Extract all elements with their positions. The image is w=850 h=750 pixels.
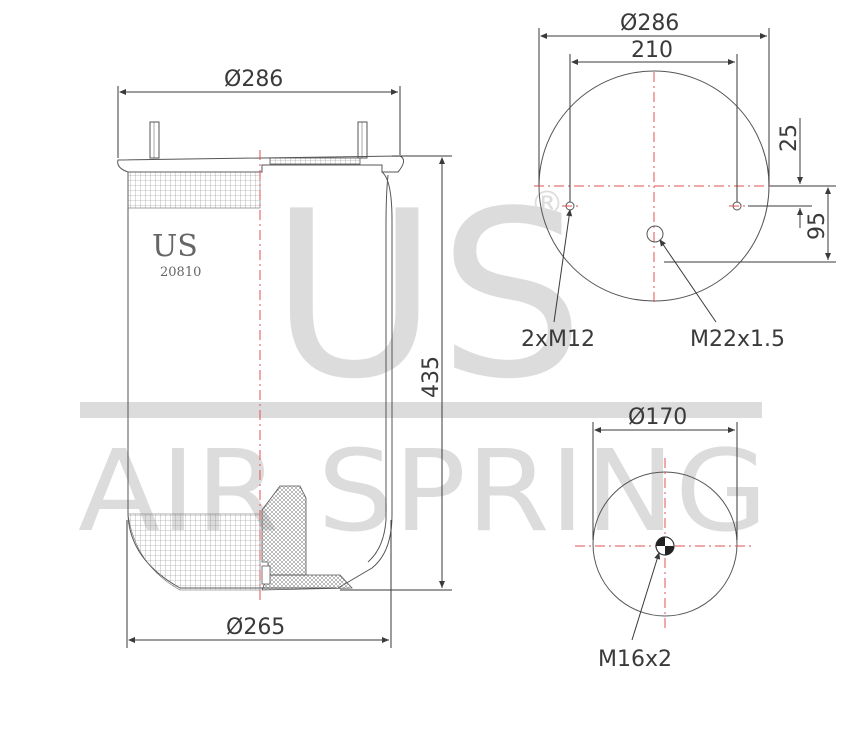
side-view: US 20810 Ø286 Ø265 435 xyxy=(117,67,452,648)
top-plate-view: Ø286 210 25 95 2xM12 M22x1.5 xyxy=(521,11,836,352)
dim-offset-95: 95 xyxy=(805,212,830,240)
bellow-right-inner xyxy=(367,174,389,563)
piston-bolt-mark-a xyxy=(656,537,665,546)
watermark-bar xyxy=(80,402,762,418)
dim-bottom-diameter: Ø265 xyxy=(226,615,285,640)
watermark-brand: US xyxy=(270,163,584,430)
piston-bolt xyxy=(261,565,271,585)
side-part-number: 20810 xyxy=(160,265,201,280)
dim-height: 435 xyxy=(419,356,444,398)
dim-top-diameter: Ø286 xyxy=(224,67,283,92)
air-fitting-hole xyxy=(646,225,664,243)
callout-studs: 2xM12 xyxy=(521,327,595,352)
piston-base-section xyxy=(261,574,353,591)
top-plate xyxy=(117,155,404,173)
piston-bolt-mark-b xyxy=(665,546,674,555)
bottom-piston-view: Ø170 M16x2 xyxy=(575,405,755,672)
callout-bolt-leader xyxy=(631,552,661,641)
dim-offset-25: 25 xyxy=(777,124,802,152)
dim-piston-diameter: Ø170 xyxy=(628,405,687,430)
stud-right xyxy=(357,121,368,159)
stud-left xyxy=(149,121,160,159)
dim-outer-diameter: Ø286 xyxy=(620,11,679,36)
dim-bolt-spacing: 210 xyxy=(631,38,673,63)
callout-studs-leader xyxy=(553,209,573,323)
side-brand-label: US xyxy=(152,229,198,264)
bellow-top-band xyxy=(127,171,261,209)
callout-bolt: M16x2 xyxy=(598,647,672,672)
watermark-registered: ® xyxy=(530,184,564,224)
bellow-bottom-band xyxy=(127,513,261,591)
callout-air-fitting: M22x1.5 xyxy=(690,327,785,352)
callout-air-leader xyxy=(659,239,717,323)
top-plate-section xyxy=(269,157,361,165)
